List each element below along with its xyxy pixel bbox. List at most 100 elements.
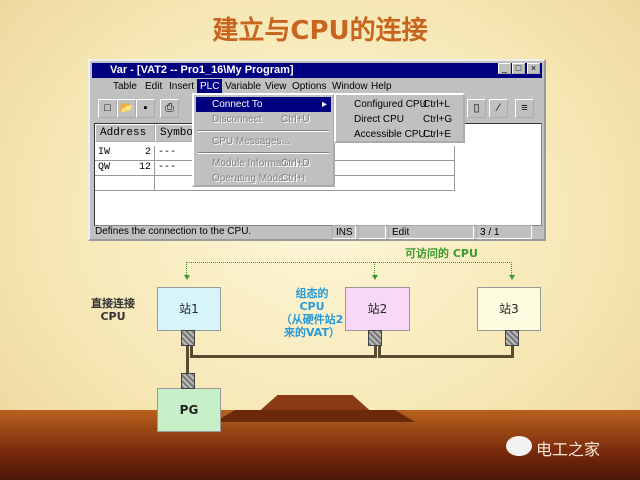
connector-icon — [505, 330, 519, 346]
label-line: 组态的 — [295, 287, 329, 300]
item-label: Connect To — [212, 99, 263, 110]
item-label: Direct CPU — [354, 114, 405, 125]
menu-bar: Table Edit Insert PLC Variable View Opti… — [92, 79, 542, 95]
configured-cpu-label: 组态的 CPU （从硬件站2 来的VAT） — [272, 287, 352, 339]
station-1: 站1 — [157, 287, 221, 331]
address-number: 2 — [144, 147, 151, 158]
label-line: 来的VAT） — [284, 326, 340, 339]
save-icon[interactable]: ▪ — [136, 99, 155, 118]
pg-box: PG — [157, 388, 221, 432]
table-row[interactable]: IW 2 — [95, 146, 155, 161]
item-shortcut: Ctrl+U — [281, 114, 310, 125]
item-label: CPU Messages... — [212, 136, 290, 147]
plc-dropdown: Connect To ▸ Disconnect Ctrl+U CPU Message… — [192, 93, 335, 187]
cable — [186, 346, 189, 374]
menu-item-direct-cpu[interactable]: Direct CPU Ctrl+G — [338, 112, 461, 127]
menu-table[interactable]: Table — [113, 81, 137, 92]
monitor-icon[interactable]: ▯ — [467, 99, 486, 118]
menu-item-operating-mode[interactable]: Operating Mode...Ctrl+I — [196, 171, 331, 186]
open-icon[interactable]: 📂 — [117, 99, 136, 118]
menu-plc[interactable]: PLC — [197, 79, 223, 95]
slide-title: 建立与CPU的连接 — [212, 16, 428, 46]
status-mode: Edit — [388, 225, 474, 239]
arrow-down-icon — [509, 275, 515, 280]
station-3: 站3 — [477, 287, 541, 331]
accessible-dotted-line — [186, 262, 512, 263]
label-line: （从硬件站2 — [280, 313, 344, 326]
status-position: 3 / 1 — [476, 225, 532, 239]
item-label: Accessible CPU... — [354, 129, 435, 140]
connector-icon — [181, 330, 195, 346]
status-message: Defines the connection to the CPU. — [95, 226, 252, 237]
item-label: Configured CPU — [354, 99, 427, 110]
menu-item-module-information[interactable]: Module Information...Ctrl+D — [196, 156, 331, 171]
item-label: Operating Mode... — [212, 173, 293, 184]
profibus-cable — [190, 355, 377, 358]
menu-variable[interactable]: Variable — [225, 81, 261, 92]
var-window: Var - [VAT2 -- Pro1_16\My Program] _ □ ×… — [88, 59, 546, 241]
submenu-arrow-icon: ▸ — [321, 99, 327, 110]
item-shortcut: Ctrl+L — [423, 99, 450, 110]
menu-options[interactable]: Options — [292, 81, 327, 92]
status-bar: Defines the connection to the CPU. INS E… — [92, 225, 542, 240]
menu-view[interactable]: View — [265, 81, 287, 92]
arrow-down-icon — [184, 275, 190, 280]
minimize-button[interactable]: _ — [498, 63, 511, 74]
status-ins: INS — [332, 225, 356, 239]
window-title: Var - [VAT2 -- Pro1_16\My Program] — [92, 63, 542, 78]
menu-item-cpu-messages[interactable]: CPU Messages... — [196, 134, 331, 149]
connector-icon — [181, 373, 195, 389]
menu-edit[interactable]: Edit — [145, 81, 163, 92]
item-label: Module Information... — [212, 158, 306, 169]
menu-window[interactable]: Window — [332, 81, 368, 92]
dotted-drop — [511, 262, 512, 275]
label-line: 直接连接 — [91, 297, 135, 310]
cable — [374, 345, 377, 357]
label-line: CPU — [100, 310, 126, 323]
palace-roof-lower — [215, 410, 415, 422]
cable — [378, 345, 381, 357]
item-label: Disconnect — [212, 114, 262, 125]
menu-separator — [198, 152, 329, 154]
station-2: 站2 — [345, 287, 410, 331]
dotted-drop — [186, 262, 187, 275]
empty-cell[interactable] — [95, 176, 155, 191]
address-cell: IW — [98, 147, 111, 158]
profibus-cable — [378, 355, 514, 358]
watermark: 电工之家 — [536, 440, 601, 459]
print-icon[interactable]: ⎙ — [160, 99, 179, 118]
item-shortcut: Ctrl+I — [281, 173, 306, 184]
accessible-cpu-label: 可访问的 CPU — [405, 247, 478, 260]
table-row[interactable]: QW 12 — [95, 161, 155, 176]
empty-cell[interactable] — [155, 176, 455, 191]
maximize-button[interactable]: □ — [512, 63, 525, 74]
cable — [511, 345, 514, 357]
menu-insert[interactable]: Insert — [169, 81, 195, 92]
modify-icon[interactable]: ⁄ — [489, 99, 508, 118]
wechat-icon — [506, 436, 532, 456]
menu-item-connect-to[interactable]: Connect To ▸ — [196, 97, 331, 112]
menu-separator — [198, 130, 329, 132]
item-shortcut: Ctrl+D — [281, 158, 310, 169]
new-icon[interactable]: □ — [98, 99, 117, 118]
menu-item-accessible-cpu[interactable]: Accessible CPU...Ctrl+E — [338, 127, 461, 142]
view-icon[interactable]: ≡ — [515, 99, 534, 118]
status-empty — [358, 225, 386, 239]
address-cell: QW — [98, 162, 111, 173]
toolbar: □ 📂 ▪ ⎙ ▯ ⁄ ≡ — [92, 97, 542, 121]
label-line: CPU — [299, 300, 325, 313]
header-address[interactable]: Address — [95, 124, 155, 142]
menu-help[interactable]: Help — [371, 81, 392, 92]
dotted-drop — [374, 262, 375, 275]
cable — [190, 345, 193, 357]
address-number: 12 — [138, 162, 151, 173]
menu-item-disconnect[interactable]: Disconnect Ctrl+U — [196, 112, 331, 127]
connector-icon — [368, 330, 382, 346]
close-button[interactable]: × — [527, 63, 540, 74]
item-shortcut: Ctrl+G — [423, 114, 453, 125]
arrow-down-icon — [372, 275, 378, 280]
item-shortcut: Ctrl+E — [423, 129, 452, 140]
